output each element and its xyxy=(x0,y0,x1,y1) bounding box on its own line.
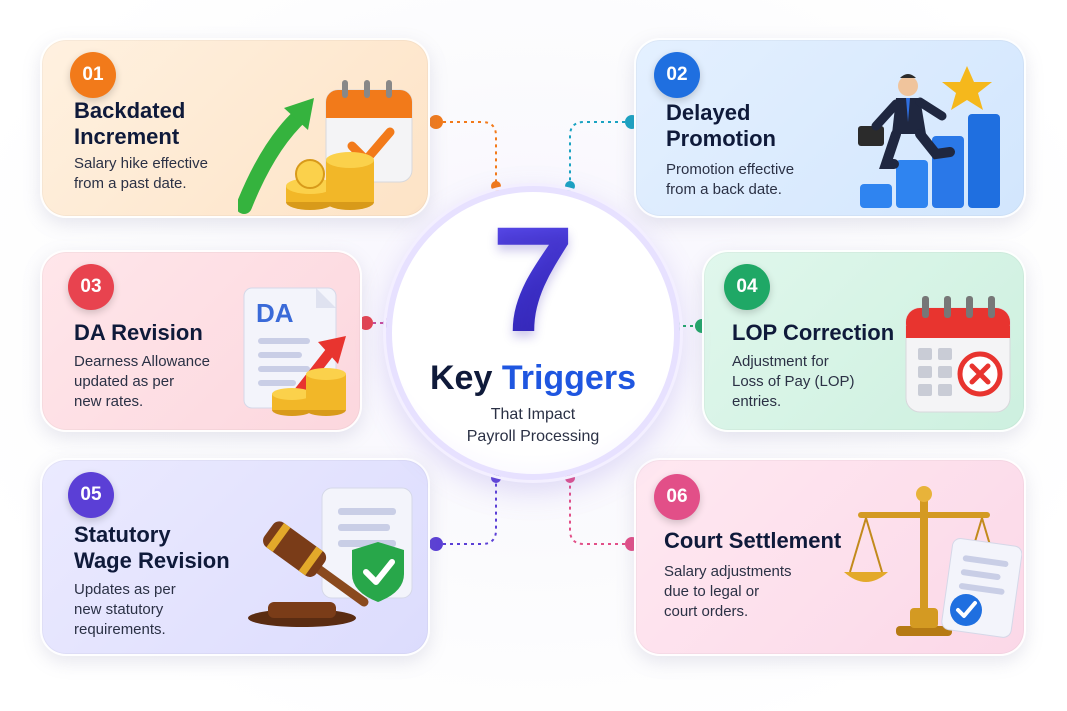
gavel-document-shield-icon xyxy=(248,487,413,627)
trigger-card-06: 06 Court Settlement Salary adjustments d… xyxy=(634,458,1026,656)
connector-03-dot-a xyxy=(359,316,373,330)
businessman-steps-star-icon xyxy=(858,66,1000,208)
trigger-description: Adjustment for Loss of Pay (LOP) entries… xyxy=(732,353,855,410)
trigger-number-badge: 02 xyxy=(654,52,700,98)
calendar-coins-growth-icon xyxy=(238,80,413,214)
center-heading-key: Key xyxy=(430,359,493,397)
connector-05-dot-a xyxy=(429,537,443,551)
calendar-cross-icon xyxy=(905,296,1011,413)
trigger-number-badge: 03 xyxy=(68,264,114,310)
trigger-card-04: 04 LOP Correction Adjustment for Loss of… xyxy=(702,250,1026,432)
trigger-title: Backdated Increment xyxy=(74,98,186,149)
trigger-title: Court Settlement xyxy=(664,528,842,553)
svg-text:DA: DA xyxy=(256,298,294,328)
trigger-description: Updates as per new statutory requirement… xyxy=(74,581,176,638)
trigger-description: Promotion effective from a back date. xyxy=(666,161,795,198)
trigger-title: Delayed Promotion xyxy=(666,100,776,151)
trigger-description: Salary hike effective from a past date. xyxy=(74,155,208,192)
trigger-description: Salary adjustments due to legal or court… xyxy=(664,563,792,620)
trigger-number-badge: 01 xyxy=(70,52,116,98)
connector-01-dot-a xyxy=(429,115,443,129)
connector-01 xyxy=(436,121,497,186)
connector-02 xyxy=(569,121,632,186)
trigger-count-number: 7 xyxy=(392,204,674,354)
trigger-title: Statutory Wage Revision xyxy=(74,522,230,573)
scales-document-check-icon xyxy=(844,486,1022,638)
da-document-coins-icon: DA xyxy=(243,287,346,416)
center-heading-triggers: Triggers xyxy=(501,359,636,397)
center-hub: 7 Key Triggers That Impact Payroll Proce… xyxy=(386,186,680,480)
trigger-card-05: 05 Statutory Wage Revision Updates as pe… xyxy=(40,458,430,656)
trigger-number-badge: 05 xyxy=(68,472,114,518)
trigger-title: LOP Correction xyxy=(732,320,895,345)
center-heading: Key Triggers xyxy=(392,358,674,398)
trigger-card-03: 03 DA Revision Dearness Allowance update… xyxy=(40,250,362,432)
trigger-description: Dearness Allowance updated as per new ra… xyxy=(74,353,210,410)
trigger-title: DA Revision xyxy=(74,320,203,345)
connector-06 xyxy=(569,478,632,545)
trigger-card-01: 01 Backdated Increment Salary hike effec… xyxy=(40,38,430,218)
connector-02-dot-b xyxy=(565,181,575,191)
center-subtitle: That Impact Payroll Processing xyxy=(466,406,600,445)
connector-01-dot-b xyxy=(491,181,501,191)
connector-05 xyxy=(436,478,497,545)
trigger-number-badge: 04 xyxy=(724,264,770,310)
trigger-number-badge: 06 xyxy=(654,474,700,520)
trigger-card-02: 02 Delayed Promotion Promotion effective… xyxy=(634,38,1026,218)
